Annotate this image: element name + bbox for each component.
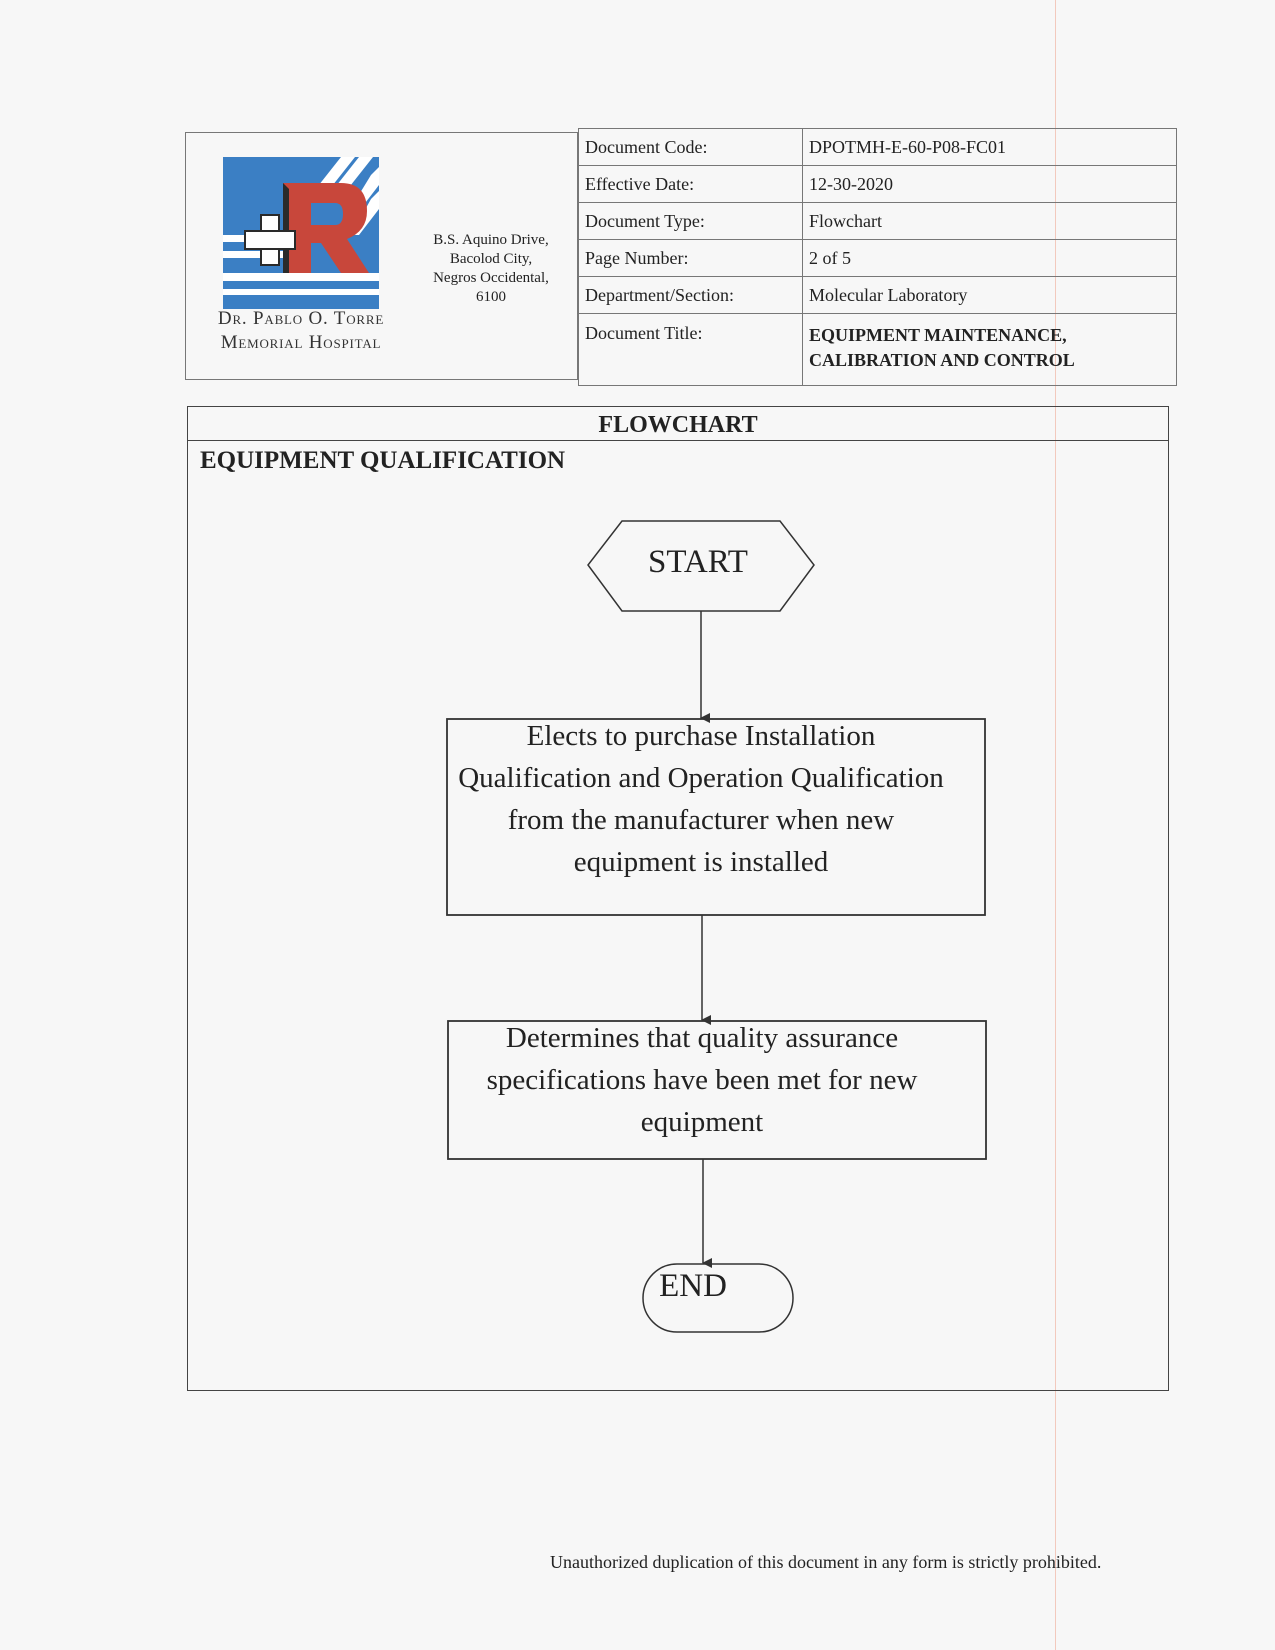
step1-line: equipment is installed [573, 846, 829, 878]
footer-notice: Unauthorized duplication of this documen… [550, 1552, 1102, 1572]
step1-line: Qualification and Operation Qualificatio… [458, 762, 944, 794]
document-header: Dr. Pablo O. Torre Memorial Hospital B.S… [185, 128, 1177, 386]
address-line: Bacolod City, [449, 251, 533, 267]
document-title-line1: EQUIPMENT MAINTENANCE, [809, 325, 1067, 345]
meta-label: Effective Date: [578, 165, 803, 203]
flowchart-diagram [446, 520, 987, 1333]
hospital-address: B.S. Aquino Drive, Bacolod City, Negros … [411, 231, 571, 307]
meta-label: Document Type: [578, 202, 803, 240]
meta-value: Flowchart [802, 202, 1177, 240]
meta-value: Molecular Laboratory [802, 276, 1177, 314]
address-line: 6100 [476, 289, 506, 305]
step1-line: Elects to purchase Installation [526, 720, 876, 752]
hospital-logo [223, 157, 379, 309]
hospital-name-line1: Dr. Pablo O. Torre [217, 308, 385, 329]
start-hexagon [587, 520, 815, 612]
hospital-name-line2: Memorial Hospital [220, 332, 382, 353]
document-title: EQUIPMENT MAINTENANCE, CALIBRATION AND C… [802, 313, 1177, 386]
end-terminator [642, 1263, 794, 1333]
meta-row: Effective Date: 12-30-2020 [578, 165, 1177, 203]
step2-text: Determines that quality assurance specif… [443, 1017, 961, 1143]
meta-row: Department/Section: Molecular Laboratory [578, 276, 1177, 314]
step2-line: Determines that quality assurance [505, 1022, 899, 1054]
meta-value: DPOTMH-E-60-P08-FC01 [802, 128, 1177, 166]
page-edge-line [1055, 0, 1056, 1650]
flowchart-frame: FLOWCHART EQUIPMENT QUALIFICATION START … [187, 406, 1169, 1391]
meta-label: Document Code: [578, 128, 803, 166]
document-title-line2: CALIBRATION AND CONTROL [809, 350, 1075, 370]
address-line: Negros Occidental, [433, 270, 549, 286]
meta-row: Page Number: 2 of 5 [578, 239, 1177, 277]
process-box-1 [446, 718, 986, 916]
meta-value: 2 of 5 [802, 239, 1177, 277]
meta-row-title: Document Title: EQUIPMENT MAINTENANCE, C… [578, 313, 1177, 386]
meta-label: Document Title: [578, 313, 803, 386]
flowchart-heading: FLOWCHART [188, 407, 1168, 441]
meta-value: 12-30-2020 [802, 165, 1177, 203]
process-box-2 [447, 1020, 987, 1160]
step1-line: from the manufacturer when new [507, 804, 895, 836]
step2-line: specifications have been met for new [486, 1064, 918, 1096]
logo-cell: Dr. Pablo O. Torre Memorial Hospital B.S… [185, 132, 578, 380]
end-label: END [659, 1268, 727, 1304]
address-line: B.S. Aquino Drive, [433, 232, 549, 248]
document-meta-table: Document Code: DPOTMH-E-60-P08-FC01 Effe… [578, 128, 1177, 386]
step2-line: equipment [640, 1106, 764, 1138]
meta-label: Department/Section: [578, 276, 803, 314]
section-title: EQUIPMENT QUALIFICATION [200, 447, 566, 474]
start-label: START [648, 544, 748, 580]
meta-row: Document Type: Flowchart [578, 202, 1177, 240]
meta-row: Document Code: DPOTMH-E-60-P08-FC01 [578, 128, 1177, 166]
step1-text: Elects to purchase Installation Qualific… [443, 715, 959, 883]
meta-label: Page Number: [578, 239, 803, 277]
